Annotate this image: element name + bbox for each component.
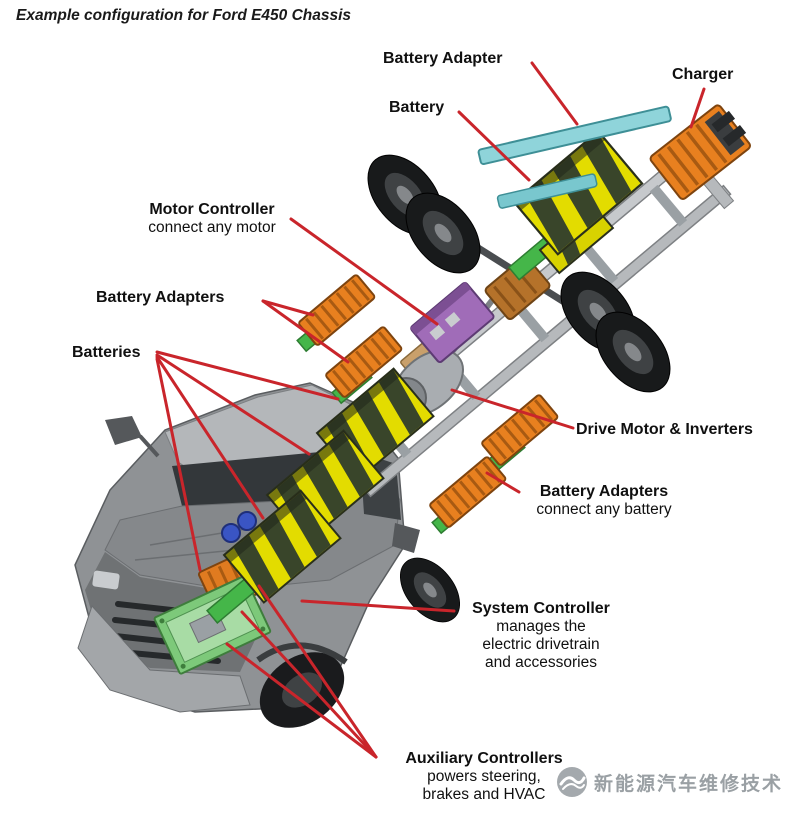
label-system-controller-line1: manages the	[496, 618, 586, 636]
label-motor-controller-title: Motor Controller	[149, 201, 275, 218]
headlight-left	[92, 570, 120, 590]
label-battery-adapters-left: Battery Adapters	[96, 289, 225, 306]
motor-controller-box	[410, 281, 495, 364]
battery-adapter-module	[427, 454, 509, 530]
watermark-text: 新能源汽车维修技术	[594, 772, 784, 795]
leader-battery-adapters-left	[261, 299, 315, 317]
label-drive-motor: Drive Motor & Inverters	[576, 421, 753, 438]
label-charger: Charger	[672, 66, 734, 83]
leader-charger	[689, 87, 706, 129]
leader-system-controller	[300, 599, 456, 613]
label-motor-controller: Motor Controller connect any motor	[132, 201, 292, 237]
label-auxiliary-controllers-title: Auxiliary Controllers	[405, 750, 563, 767]
label-auxiliary-controllers-line2: brakes and HVAC	[422, 786, 546, 804]
watermark: 新能源汽车维修技术	[556, 766, 783, 798]
label-auxiliary-controllers: Auxiliary Controllers powers steering, b…	[380, 750, 588, 804]
leader-batteries	[155, 350, 340, 401]
right-mirror	[392, 523, 420, 553]
front-left-wheel	[259, 652, 345, 728]
charger-unit	[649, 104, 751, 200]
leader-battery-adapter	[530, 61, 579, 126]
leader-auxiliary-controllers	[257, 584, 378, 759]
label-battery-adapters-right-sub: connect any battery	[536, 501, 672, 519]
battery-adapter-bar	[496, 173, 598, 209]
label-battery: Battery	[389, 99, 445, 116]
label-motor-controller-sub: connect any motor	[148, 219, 276, 237]
label-system-controller-line2: electric drivetrain	[482, 636, 600, 654]
leader-motor-controller	[289, 217, 439, 326]
leader-lines	[155, 61, 706, 759]
label-system-controller-line3: and accessories	[484, 654, 597, 672]
label-battery-adapters-right: Battery Adapters connect any battery	[515, 483, 693, 519]
battery-adapter-bar	[477, 105, 672, 166]
label-battery-adapter: Battery Adapter	[383, 50, 503, 67]
leader-battery-adapters-left	[261, 299, 350, 364]
leader-batteries	[155, 357, 202, 572]
page-title: Example configuration for Ford E450 Chas…	[16, 7, 352, 24]
watermark-logo	[557, 767, 587, 797]
label-system-controller-title: System Controller	[472, 600, 610, 617]
leader-batteries	[155, 355, 265, 520]
leader-auxiliary-controllers	[240, 610, 378, 759]
leader-battery-adapters-right	[485, 471, 521, 494]
coolant-cylinder	[221, 523, 241, 543]
leader-battery	[457, 110, 531, 182]
left-mirror	[105, 416, 142, 445]
transmission	[484, 255, 551, 321]
leader-drive-motor	[450, 388, 575, 430]
label-battery-adapters-right-title: Battery Adapters	[539, 483, 669, 500]
label-batteries: Batteries	[72, 344, 141, 361]
label-system-controller: System Controller manages the electric d…	[452, 600, 630, 672]
coolant-cylinder	[237, 511, 257, 531]
leader-batteries	[155, 353, 311, 456]
battery-adapter-module	[479, 392, 561, 468]
label-auxiliary-controllers-line1: powers steering,	[427, 768, 541, 786]
leader-auxiliary-controllers	[225, 642, 378, 759]
